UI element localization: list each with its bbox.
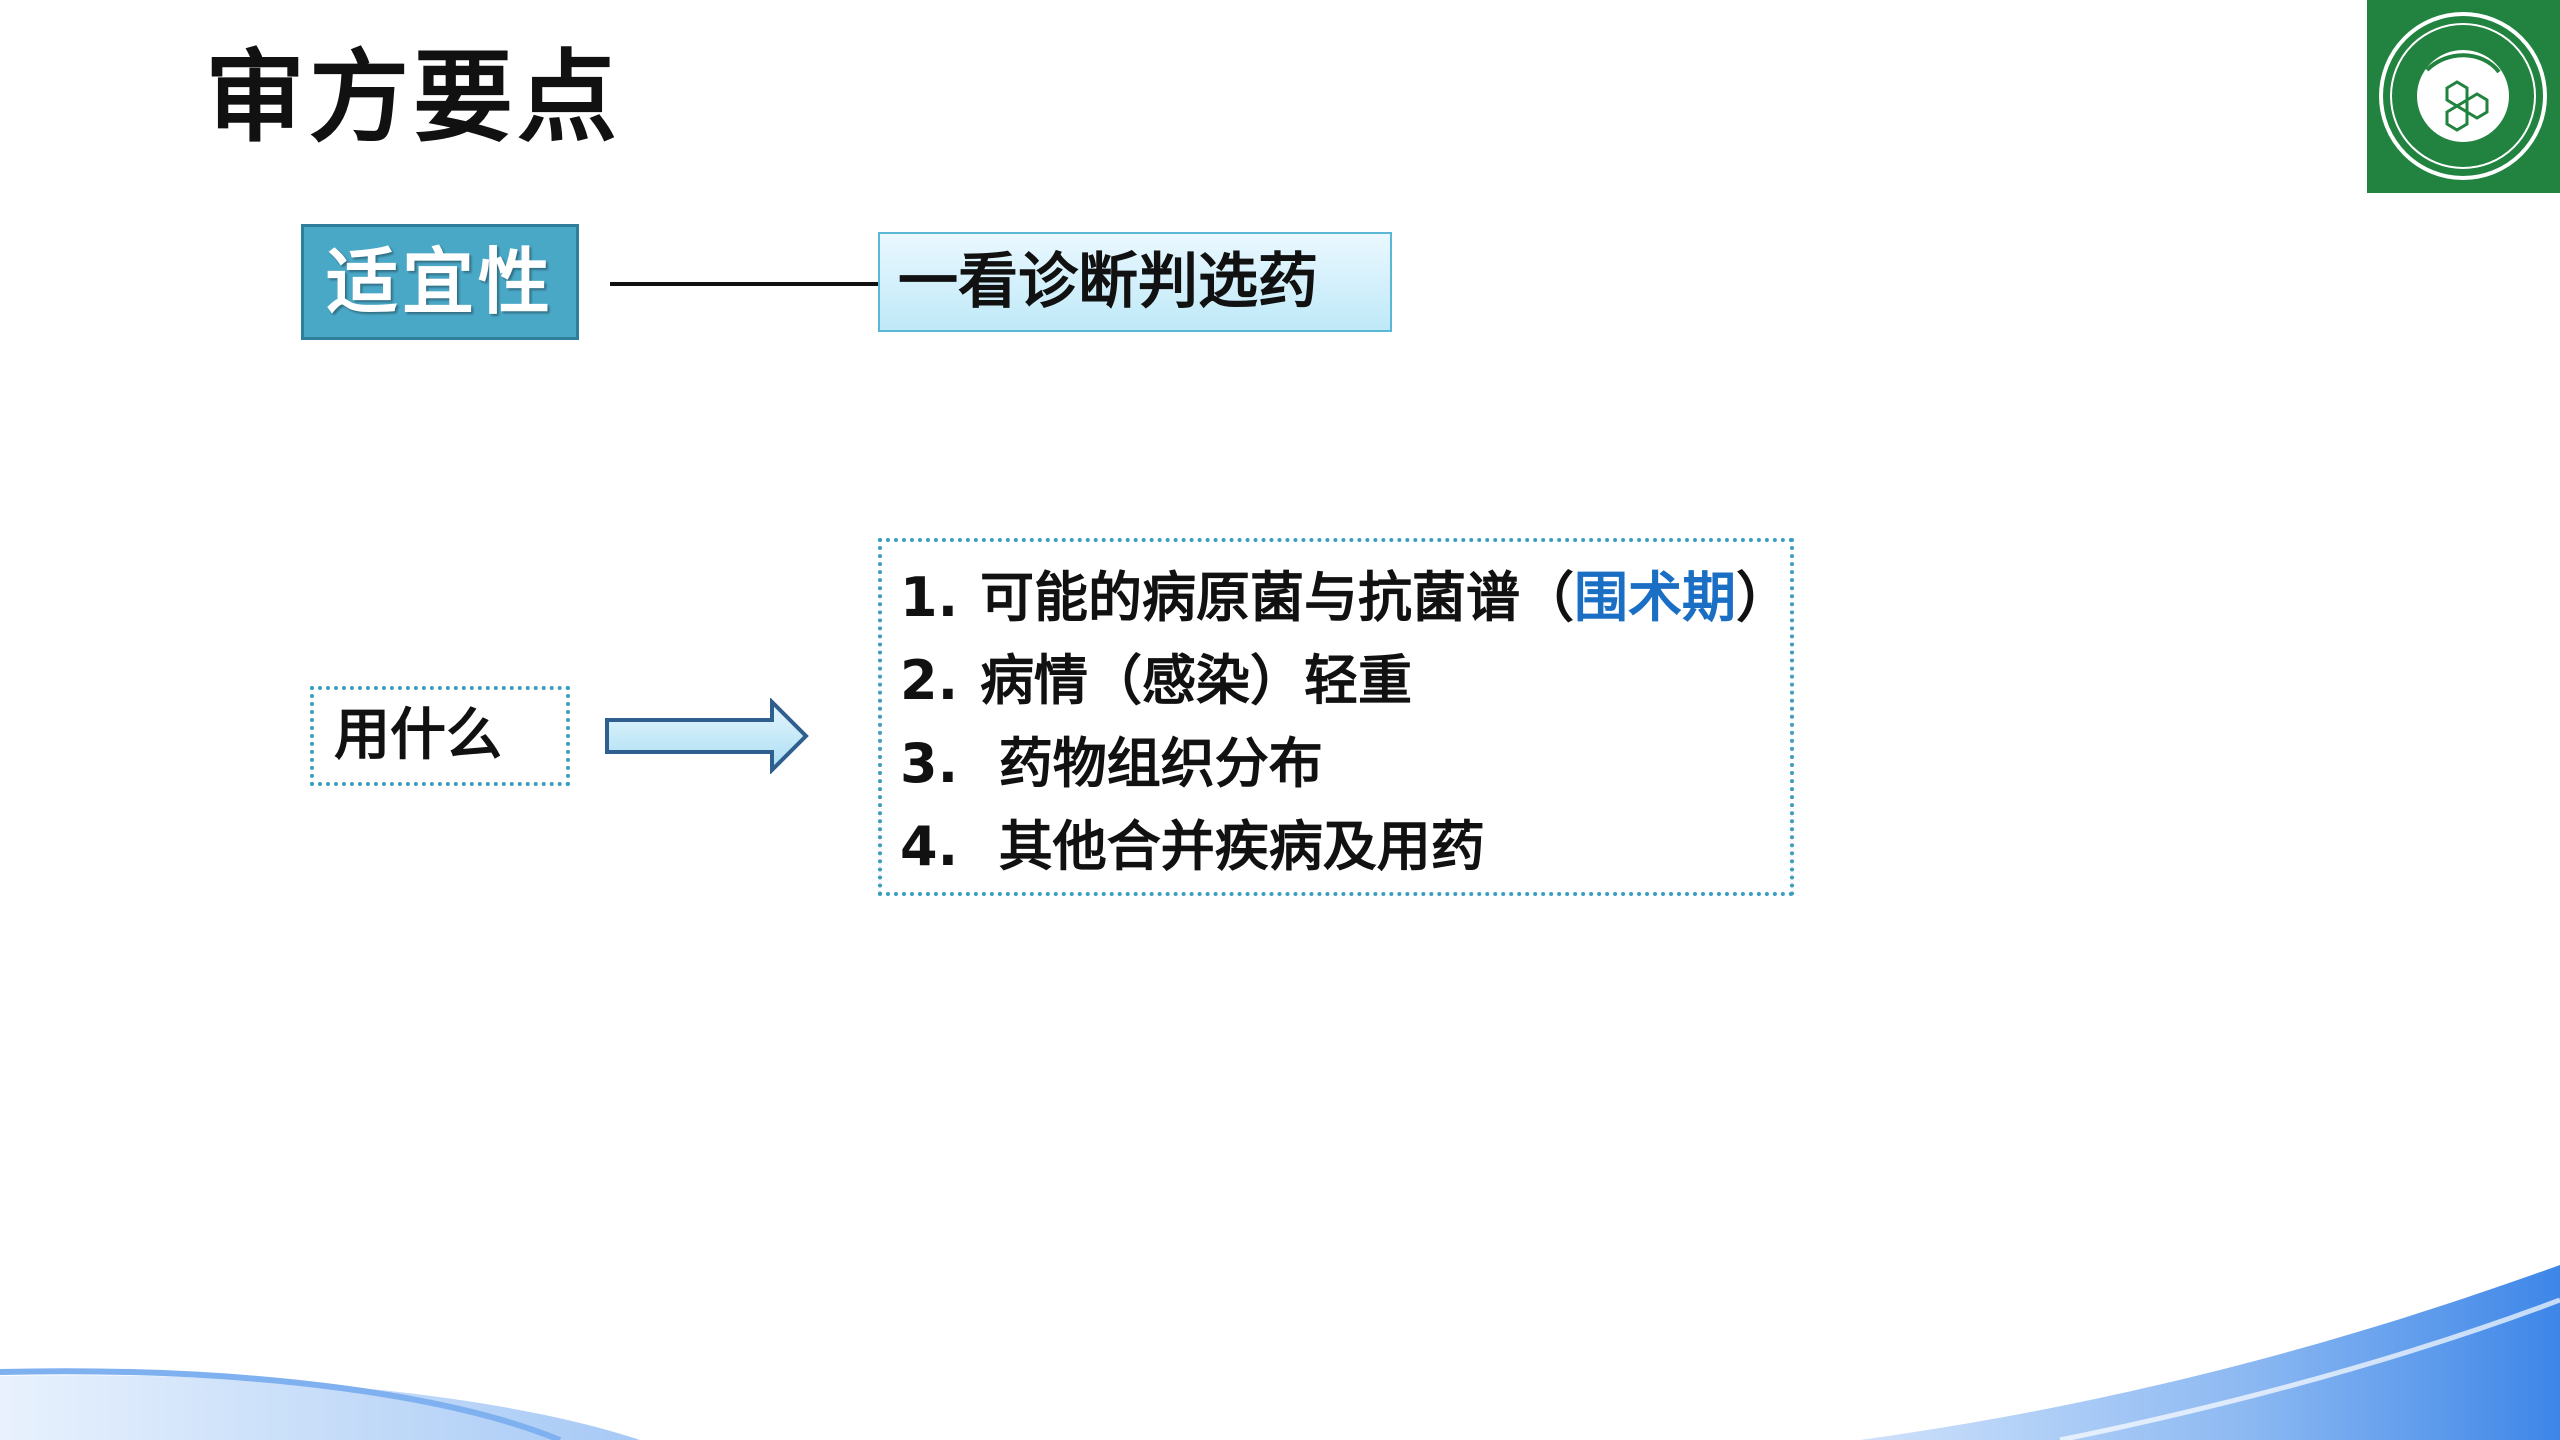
- list-number: 2.: [900, 649, 959, 712]
- list-tail: ）: [1736, 566, 1790, 629]
- list-number: 3.: [900, 732, 959, 795]
- list-text: 药物组织分布: [980, 732, 1323, 795]
- slide-title: 审方要点: [205, 39, 621, 156]
- association-logo: [2367, 0, 2560, 193]
- consideration-list: 1. 可能的病原菌与抗菌谱（围术期） 2. 病情（感染）轻重 3. 药物组织分布 4…: [878, 538, 1794, 896]
- list-number: 1.: [900, 566, 959, 629]
- diagnosis-pill: 一看诊断判选药: [878, 232, 1392, 332]
- connector-line: [610, 282, 880, 286]
- list-text: 病情（感染）轻重: [980, 649, 1412, 712]
- list-accent: 围术期: [1574, 566, 1736, 629]
- right-arrow-icon: [605, 698, 809, 774]
- list-text: 可能的病原菌与抗菌谱（: [980, 566, 1574, 629]
- pharmaceutical-association-seal-icon: [2379, 12, 2547, 180]
- list-item: 1. 可能的病原菌与抗菌谱（围术期）: [900, 556, 1790, 639]
- what-to-use-box: 用什么: [310, 686, 570, 786]
- suitability-badge: 适宜性: [301, 224, 579, 340]
- list-item: 3. 药物组织分布: [900, 722, 1790, 805]
- list-number: 4.: [900, 815, 959, 878]
- list-item: 4. 其他合并疾病及用药: [900, 805, 1790, 888]
- list-text: 其他合并疾病及用药: [980, 815, 1485, 878]
- list-item: 2. 病情（感染）轻重: [900, 639, 1790, 722]
